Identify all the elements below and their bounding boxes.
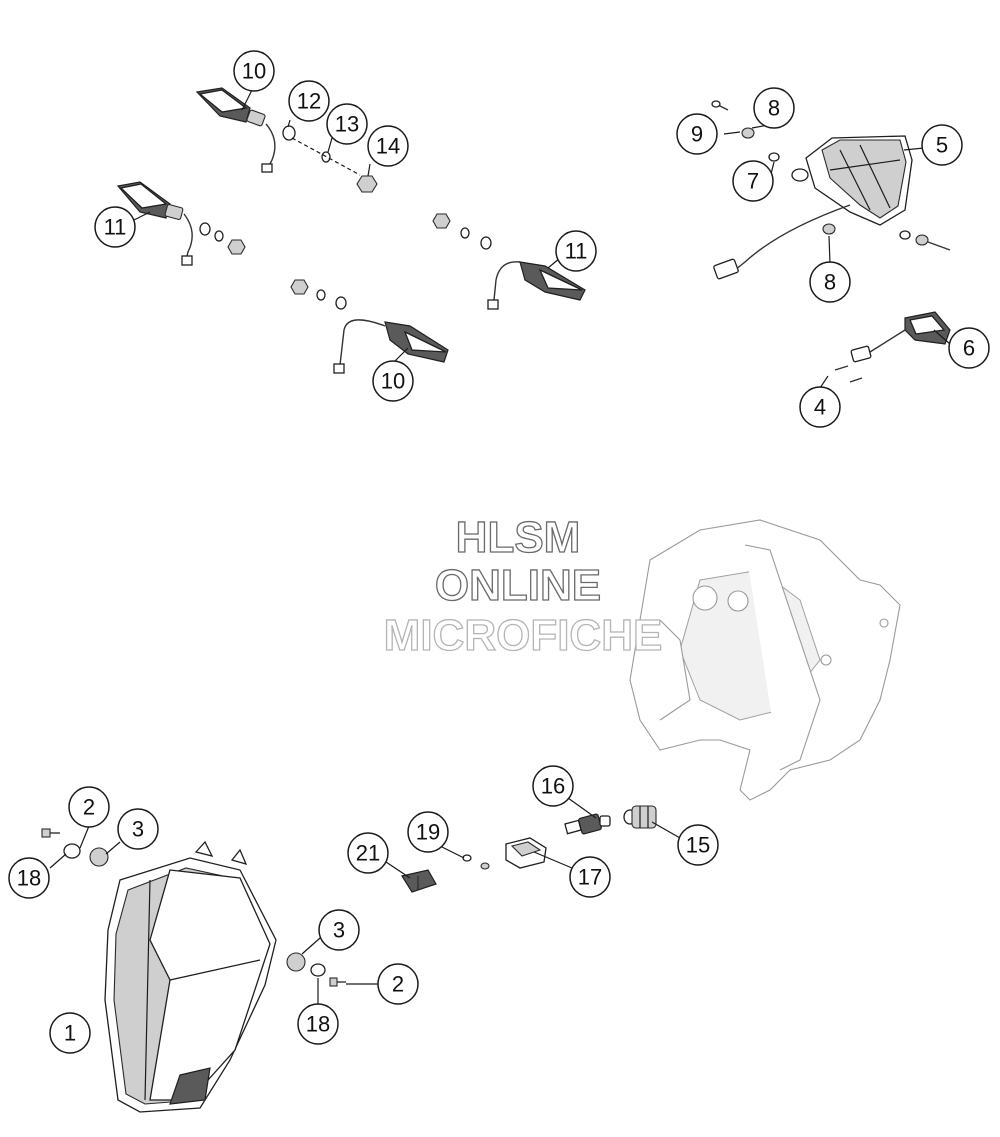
watermark-line2: ONLINE [435, 561, 601, 610]
callout-label: 2 [83, 795, 95, 820]
callout-label: 17 [578, 865, 602, 890]
washer-13[interactable] [291, 137, 361, 176]
callout-18-left[interactable]: 18 [8, 857, 50, 899]
washer-12[interactable] [282, 125, 296, 141]
callout-label: 12 [297, 89, 321, 114]
watermark-line3: MICROFICHE [384, 611, 663, 660]
callout-label: 14 [376, 134, 400, 159]
turn-signal-rear-left[interactable] [116, 181, 246, 266]
callout-label: 18 [17, 866, 41, 891]
callout-18-right[interactable]: 18 [297, 1003, 339, 1045]
callout-15[interactable]: 15 [677, 824, 719, 866]
callout-label: 19 [416, 820, 440, 845]
turn-signal-rear-right[interactable] [432, 213, 586, 310]
callout-label: 8 [824, 270, 836, 295]
bulb-19[interactable] [462, 854, 490, 870]
callout-label: 16 [541, 774, 565, 799]
tail-light-hardware[interactable] [711, 100, 951, 251]
callout-label: 4 [814, 395, 826, 420]
callout-19[interactable]: 19 [407, 811, 449, 853]
callout-label: 11 [104, 215, 127, 240]
license-plate-light[interactable] [834, 311, 951, 383]
callout-label: 6 [963, 336, 975, 361]
callout-2-left[interactable]: 2 [68, 786, 110, 828]
callout-5[interactable]: 5 [921, 124, 963, 166]
callout-label: 11 [565, 239, 588, 264]
callout-label: 21 [356, 841, 380, 866]
headlight-bulb-16[interactable] [564, 813, 611, 835]
callout-label: 5 [936, 133, 948, 158]
callout-8-bottom[interactable]: 8 [809, 261, 851, 303]
callout-label: 10 [381, 369, 405, 394]
callout-12[interactable]: 12 [288, 80, 330, 122]
callout-label: 3 [132, 817, 144, 842]
parking-light-socket[interactable] [401, 869, 437, 893]
headlight-bracket-background [629, 519, 901, 801]
callout-11-left[interactable]: 11 [94, 206, 136, 248]
callout-16[interactable]: 16 [532, 765, 574, 807]
callout-label: 10 [242, 59, 266, 84]
callout-3-right[interactable]: 3 [318, 909, 360, 951]
nut-14[interactable] [356, 175, 378, 193]
callout-2-right[interactable]: 2 [377, 963, 419, 1005]
callout-13[interactable]: 13 [326, 103, 368, 145]
turn-signal-front-right[interactable] [290, 279, 449, 374]
cap-15[interactable] [623, 805, 657, 829]
callout-4[interactable]: 4 [799, 386, 841, 428]
callout-label: 15 [686, 833, 710, 858]
headlight-mount-left[interactable] [41, 828, 109, 867]
watermark-line1: HLSM [456, 513, 581, 562]
callout-17[interactable]: 17 [569, 856, 611, 898]
watermark: HLSM ONLINE MICROFICHE [383, 512, 663, 660]
callout-3-left[interactable]: 3 [117, 808, 159, 850]
callout-label: 1 [64, 1021, 76, 1046]
callout-label: 8 [768, 96, 780, 121]
callout-6[interactable]: 6 [948, 327, 990, 369]
callout-11-right[interactable]: 11 [555, 230, 597, 272]
callout-10-top[interactable]: 10 [233, 50, 275, 92]
callout-10-bottom[interactable]: 10 [372, 360, 414, 402]
turn-signal-front-left[interactable] [195, 87, 276, 173]
bulb-socket-17[interactable] [505, 837, 547, 869]
callout-14[interactable]: 14 [367, 125, 409, 167]
callout-label: 9 [691, 122, 703, 147]
headlight-mount-right[interactable] [286, 952, 346, 987]
callout-label: 7 [747, 169, 759, 194]
callout-label: 2 [392, 972, 404, 997]
callout-8-top[interactable]: 8 [753, 87, 795, 129]
callout-label: 13 [335, 112, 359, 137]
callout-7[interactable]: 7 [732, 160, 774, 202]
callout-label: 3 [333, 918, 345, 943]
callout-label: 18 [306, 1012, 330, 1037]
headlight-assembly[interactable] [104, 840, 277, 1113]
callout-9[interactable]: 9 [676, 113, 718, 155]
leader-lines [49, 89, 951, 1004]
callout-21[interactable]: 21 [347, 832, 389, 874]
tail-light-assembly[interactable] [713, 135, 913, 280]
callout-1[interactable]: 1 [49, 1012, 91, 1054]
